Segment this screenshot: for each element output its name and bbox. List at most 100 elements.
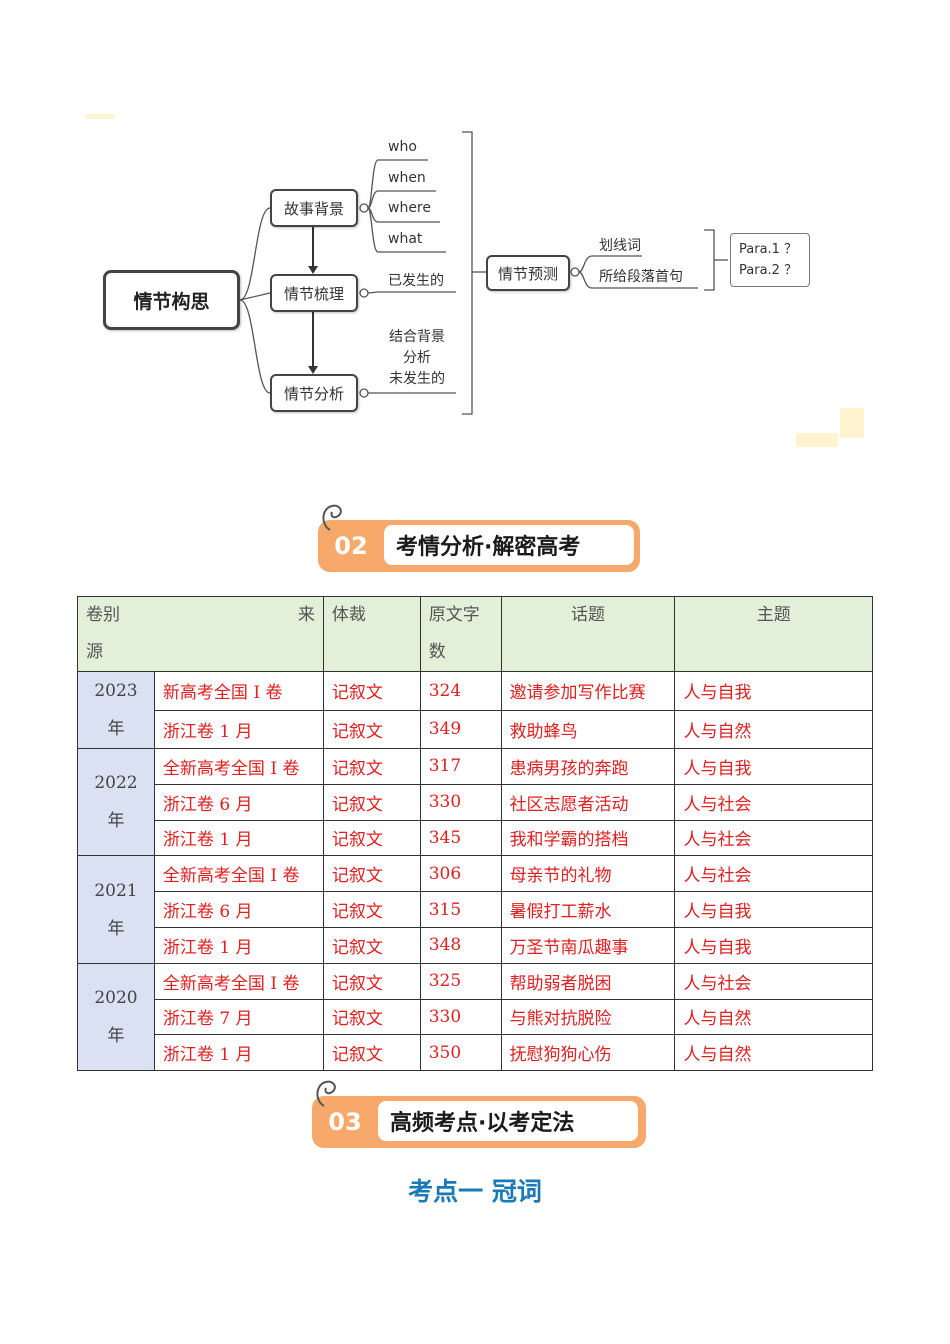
- paper-cell: 全新高考全国 I 卷: [153, 962, 324, 1000]
- year-unit: 年: [107, 719, 125, 739]
- paper-cell: 浙江卷 1 月: [153, 709, 324, 749]
- words-cell: 330: [419, 998, 502, 1036]
- header-wordcount-line2: 数: [428, 642, 446, 662]
- leaf-first-sentence: 所给段落首句: [599, 269, 683, 285]
- year-unit: 年: [107, 811, 125, 832]
- table-row: 2023 年 新高考全国 I 卷 记叙文 324 邀请参加写作比赛 人与自我: [77, 671, 873, 749]
- genre-cell: 记叙文: [322, 709, 421, 749]
- exam-analysis-table: 卷别 来 源 体裁 原文字 数 话题 主题 2023 年 新高考全国 I 卷 记…: [77, 596, 873, 1072]
- header-wordcount-line1: 原文字: [428, 605, 480, 625]
- section-title: 考情分析·解密高考: [384, 525, 634, 565]
- topic-cell: 万圣节南瓜趣事: [500, 926, 676, 964]
- header-source-wrap: 源: [86, 642, 103, 662]
- leaf-when: when: [388, 170, 426, 186]
- leaf-underlined-words: 划线词: [599, 238, 641, 254]
- corner-decoration: [840, 408, 864, 438]
- theme-cell: 人与社会: [674, 855, 873, 893]
- leaf-line: 结合背景: [389, 329, 445, 345]
- words-cell: 345: [419, 819, 502, 857]
- mind-map: 情节构思 故事背景 情节梳理 情节分析 who when where what …: [0, 0, 950, 460]
- table-row: 浙江卷 7 月 记叙文 330 与熊对抗脱险 人与自然: [78, 998, 873, 1036]
- leaf-line: 未发生的: [389, 371, 445, 387]
- header-genre: 体裁: [322, 596, 421, 672]
- para-2: Para.2 ？: [739, 263, 798, 278]
- paper-cell: 全新高考全国 I 卷: [153, 855, 324, 893]
- branch-story-background: 故事背景: [270, 189, 358, 227]
- root-node: 情节构思: [103, 270, 240, 330]
- topic-cell: 抚慰狗狗心伤: [500, 1034, 676, 1072]
- paper-cell: 新高考全国 I 卷: [153, 671, 324, 711]
- table-row: 浙江卷 1 月 记叙文 345 我和学霸的搭档 人与社会: [78, 819, 873, 857]
- theme-cell: 人与自我: [674, 926, 873, 964]
- table-row: 浙江卷 1 月 记叙文 350 抚慰狗狗心伤 人与自然: [78, 1034, 873, 1072]
- theme-cell: 人与社会: [674, 819, 873, 857]
- words-cell: 306: [419, 855, 502, 893]
- header-topic: 话题: [500, 596, 676, 672]
- theme-cell: 人与社会: [674, 962, 873, 1000]
- paper-cell: 浙江卷 1 月: [153, 1034, 324, 1072]
- branch-plot-analysis: 情节分析: [270, 374, 358, 412]
- table-row: 浙江卷 6 月 记叙文 315 暑假打工薪水 人与自我: [78, 891, 873, 928]
- year-unit: 年: [107, 1025, 125, 1046]
- year-unit: 年: [107, 918, 125, 939]
- para-box: Para.1 ？ Para.2 ？: [730, 233, 810, 287]
- theme-cell: 人与自然: [674, 709, 873, 749]
- words-cell: 325: [419, 962, 502, 1000]
- year-value: 2021: [94, 880, 138, 901]
- words-cell: 350: [419, 1034, 502, 1072]
- genre-cell: 记叙文: [322, 748, 421, 785]
- paper-cell: 浙江卷 6 月: [153, 891, 324, 928]
- genre-cell: 记叙文: [322, 855, 421, 893]
- paper-cell: 全新高考全国 I 卷: [153, 748, 324, 785]
- table-row: 浙江卷 6 月 记叙文 330 社区志愿者活动 人与社会: [78, 783, 873, 821]
- table-row: 2021 年 全新高考全国 I 卷 记叙文 306 母亲节的礼物 人与社会: [77, 855, 873, 964]
- section-number: 03: [328, 1108, 362, 1136]
- para-1: Para.1 ？: [739, 242, 798, 257]
- corner-decoration: [86, 114, 114, 119]
- year-cell: 2020 年: [77, 962, 155, 1072]
- table-row: 浙江卷 1 月 记叙文 348 万圣节南瓜趣事 人与自我: [78, 926, 873, 964]
- leaf-what: what: [388, 231, 423, 247]
- genre-cell: 记叙文: [322, 998, 421, 1036]
- topic-cell: 母亲节的礼物: [500, 855, 676, 893]
- theme-cell: 人与自我: [674, 891, 873, 928]
- topic-cell: 社区志愿者活动: [500, 783, 676, 821]
- year-value: 2023: [94, 681, 138, 701]
- table-row: 浙江卷 1 月 记叙文 349 救助蜂鸟 人与自然: [78, 709, 873, 749]
- header-source-left: 卷别: [86, 605, 120, 625]
- header-source: 卷别 来 源: [77, 596, 324, 672]
- year-cell: 2022 年: [77, 747, 155, 857]
- words-cell: 330: [419, 783, 502, 821]
- table-row: 2020 年 全新高考全国 I 卷 记叙文 325 帮助弱者脱困 人与社会: [77, 962, 873, 1072]
- section-title: 高频考点·以考定法: [378, 1101, 638, 1141]
- section-number: 02: [334, 532, 368, 560]
- leaf-happened: 已发生的: [388, 273, 444, 289]
- theme-cell: 人与自我: [674, 748, 873, 785]
- paper-cell: 浙江卷 1 月: [153, 926, 324, 964]
- genre-cell: 记叙文: [322, 962, 421, 1000]
- topic-cell: 帮助弱者脱困: [500, 962, 676, 1000]
- table-header-row: 卷别 来 源 体裁 原文字 数 话题 主题: [77, 596, 873, 672]
- genre-cell: 记叙文: [322, 926, 421, 964]
- year-value: 2022: [94, 773, 138, 794]
- paper-cell: 浙江卷 1 月: [153, 819, 324, 857]
- paperclip-icon: [316, 1080, 336, 1107]
- words-cell: 324: [419, 671, 502, 711]
- paper-cell: 浙江卷 7 月: [153, 998, 324, 1036]
- prediction-node: 情节预测: [486, 255, 570, 291]
- theme-cell: 人与自我: [674, 671, 873, 711]
- topic-cell: 与熊对抗脱险: [500, 998, 676, 1036]
- genre-cell: 记叙文: [322, 819, 421, 857]
- kaodian-title: 考点一 冠词: [408, 1177, 542, 1206]
- leaf-who: who: [388, 139, 417, 155]
- header-theme: 主题: [674, 596, 873, 672]
- theme-cell: 人与自然: [674, 1034, 873, 1072]
- leaf-where: where: [388, 200, 431, 216]
- topic-cell: 我和学霸的搭档: [500, 819, 676, 857]
- header-wordcount: 原文字 数: [419, 596, 502, 672]
- theme-cell: 人与社会: [674, 783, 873, 821]
- genre-cell: 记叙文: [322, 783, 421, 821]
- branch-plot-sorting: 情节梳理: [270, 274, 358, 312]
- table-row: 2022 年 全新高考全国 I 卷 记叙文 317 患病男孩的奔跑 人与自我: [77, 747, 873, 857]
- topic-cell: 邀请参加写作比赛: [500, 671, 676, 711]
